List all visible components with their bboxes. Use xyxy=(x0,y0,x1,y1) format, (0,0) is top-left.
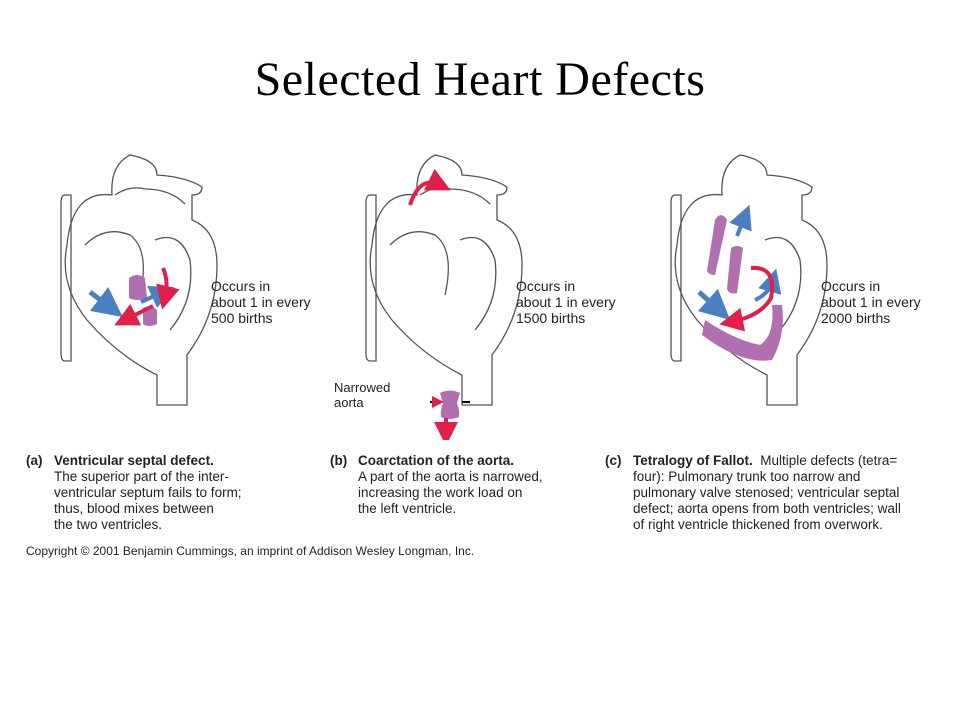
heart-diagram-a xyxy=(60,154,218,406)
caption-heading-suffix: Multiple defects (tetra= xyxy=(760,453,898,468)
caption-b: (b) Coarctation of the aorta. A part of t… xyxy=(330,453,543,517)
heart-outline xyxy=(64,154,218,406)
panel-tetralogy-of-fallot: Occurs in about 1 in every 2000 births xyxy=(655,150,945,440)
caption-line: the two ventricles. xyxy=(54,517,163,532)
caption-letter: (b) xyxy=(330,453,348,468)
heart-diagram-c xyxy=(670,154,828,406)
caption-line: ventricular septum fails to form; xyxy=(54,485,242,500)
occurrence-line: about 1 in every xyxy=(516,294,616,310)
red-arrow-1 xyxy=(156,267,180,310)
callout-line: Narrowed xyxy=(334,380,391,395)
occurrence-line: about 1 in every xyxy=(821,294,921,310)
panel-coarctation-of-aorta: Occurs in about 1 in every 1500 births xyxy=(350,150,640,440)
red-arrow xyxy=(719,265,774,332)
caption-line: thus, blood mixes between xyxy=(54,501,214,516)
caption-letter: (c) xyxy=(605,453,622,468)
caption-line: The superior part of the inter- xyxy=(54,469,229,484)
occurrence-line: Occurs in xyxy=(211,278,271,294)
blue-arrow-1 xyxy=(697,288,731,321)
occurrence-note-a: Occurs in about 1 in every 500 births xyxy=(211,278,311,326)
caption-line: four): Pulmonary trunk too narrow and xyxy=(633,469,861,484)
red-arrow-arch xyxy=(408,168,451,206)
heart-outline xyxy=(369,154,523,406)
occurrence-line: 500 births xyxy=(211,310,273,326)
caption-heading: Tetralogy of Fallot. xyxy=(633,453,753,468)
occurrence-line: Occurs in xyxy=(821,278,881,294)
occurrence-line: about 1 in every xyxy=(211,294,311,310)
occurrence-line: 2000 births xyxy=(821,310,891,326)
panel-ventricular-septal-defect: Occurs in about 1 in every 500 births xyxy=(45,150,335,440)
thickened-right-ventricle xyxy=(702,305,783,361)
narrow-pulmonary-trunk xyxy=(707,215,727,275)
heart-outline xyxy=(674,154,828,406)
occurrence-note-c: Occurs in about 1 in every 2000 births xyxy=(821,278,921,326)
septal-defect xyxy=(727,246,743,294)
blue-arrow-2 xyxy=(729,204,752,237)
blue-arrow-1 xyxy=(88,286,123,318)
caption-letter: (a) xyxy=(26,453,43,468)
septal-defect-upper xyxy=(129,275,147,300)
caption-line: the left ventricle. xyxy=(358,501,457,516)
narrowed-aorta-segment xyxy=(440,390,460,419)
caption-heading: Ventricular septal defect. xyxy=(54,453,214,468)
caption-a: (a) Ventricular septal defect. The superi… xyxy=(26,453,242,533)
occurrence-line: 1500 births xyxy=(516,310,586,326)
occurrence-note-b: Occurs in about 1 in every 1500 births xyxy=(516,278,616,326)
caption-heading: Coarctation of the aorta. xyxy=(358,453,515,468)
narrowed-aorta-label: Narrowed aorta xyxy=(334,380,390,410)
caption-line: of right ventricle thickened from overwo… xyxy=(633,517,883,532)
slide-title: Selected Heart Defects xyxy=(254,53,706,106)
caption-line: defect; aorta opens from both ventricles… xyxy=(633,501,901,516)
caption-line: A part of the aorta is narrowed, xyxy=(358,469,543,484)
red-arrow-2 xyxy=(114,303,154,326)
caption-line: pulmonary valve stenosed; ventricular se… xyxy=(633,485,900,500)
caption-line: increasing the work load on xyxy=(358,485,523,500)
vena-cava-outline xyxy=(60,194,72,362)
callout-line: aorta xyxy=(334,395,364,410)
caption-c: (c) Tetralogy of Fallot. Multiple defects… xyxy=(605,453,901,533)
copyright-notice: Copyright © 2001 Benjamin Cummings, an i… xyxy=(26,544,475,558)
occurrence-line: Occurs in xyxy=(516,278,576,294)
heart-diagram-b xyxy=(365,154,523,440)
